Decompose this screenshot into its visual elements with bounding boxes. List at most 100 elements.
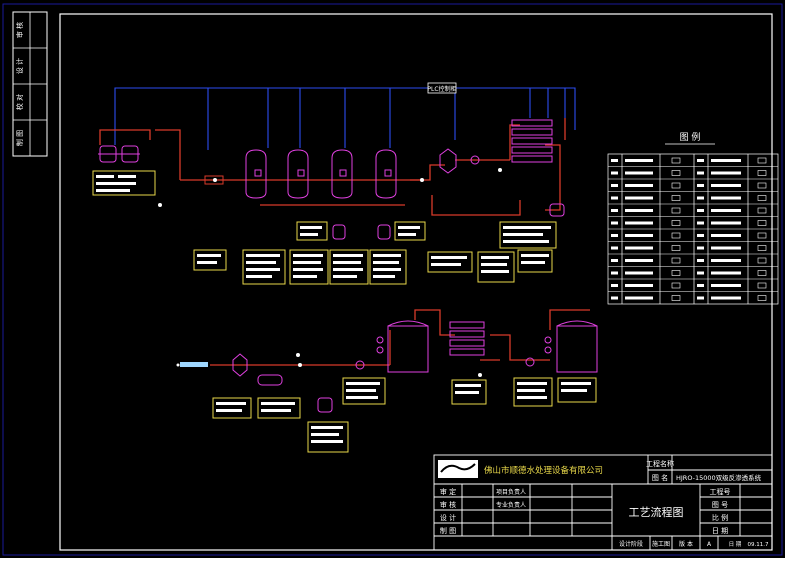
legend-symbol	[671, 257, 681, 264]
legend-entry-text	[711, 271, 741, 275]
legend-entry-text	[625, 284, 653, 287]
legend-row-number	[611, 234, 618, 237]
label-text-bars	[96, 175, 591, 443]
legend-row-number	[697, 209, 704, 212]
plc-control-box-label: PLC控制柜	[427, 85, 456, 93]
legend-entry-text	[625, 271, 653, 275]
side-stamp-column: 审 核 设 计 校 对 制 图	[12, 11, 48, 157]
legend-entry-text	[625, 296, 653, 300]
company-logo	[438, 460, 478, 478]
legend-symbol	[671, 207, 681, 214]
title-right-row-0: 工程号	[710, 487, 731, 496]
legend-symbol	[757, 170, 767, 176]
legend-entry-text	[711, 171, 741, 175]
legend-entry-text	[625, 171, 653, 175]
legend-symbol	[757, 245, 767, 251]
legend-row-number	[697, 284, 704, 287]
legend-symbol	[757, 182, 767, 189]
legend-entry-text	[625, 221, 653, 225]
legend-entry-text	[711, 246, 741, 250]
title-bottom-5: 09.11.7	[748, 542, 769, 548]
side-stamp-1: 设 计	[15, 58, 24, 74]
title-bottom-3: A	[707, 541, 712, 548]
legend-row-number	[697, 296, 704, 300]
legend-row-number	[697, 159, 704, 162]
legend-entry-text	[711, 184, 741, 187]
legend-row-number	[697, 196, 704, 200]
legend-symbol	[671, 270, 681, 276]
legend-entry-text	[711, 196, 741, 200]
title-left-row-1: 审 核	[440, 500, 456, 509]
drawing-label: 图 名	[652, 473, 668, 482]
legend-entry-text	[711, 284, 741, 287]
legend-symbol	[671, 220, 681, 226]
legend-entry-text	[711, 259, 741, 262]
title-left-row-3: 制 图	[440, 526, 456, 535]
legend-row-number	[697, 171, 704, 175]
legend-symbol	[757, 270, 767, 276]
title-bottom-4: 日 期	[729, 541, 742, 548]
legend-row-number	[611, 159, 618, 162]
legend-symbol	[757, 207, 767, 214]
legend-row-number	[697, 184, 704, 187]
title-bottom-0: 设计阶段	[619, 540, 643, 548]
control-signal-lines	[114, 87, 576, 150]
title-left-row-2: 设 计	[440, 513, 456, 522]
legend-entry-text	[711, 221, 741, 225]
pipe-fittings	[158, 168, 502, 377]
title-right-row-2: 比 例	[712, 513, 728, 522]
legend-symbol	[757, 232, 767, 239]
legend-row-number	[611, 259, 618, 262]
side-stamp-2: 校 对	[15, 94, 24, 110]
legend-row-number	[611, 184, 618, 187]
legend-row-number	[697, 246, 704, 250]
legend-symbol	[671, 195, 681, 201]
drawing-frame	[59, 13, 773, 551]
plc-control-box	[427, 82, 457, 94]
legend-symbol	[757, 257, 767, 264]
legend-entry-text	[625, 259, 653, 262]
legend-row-number	[611, 196, 618, 200]
equipment-label-boxes	[92, 170, 597, 453]
legend-entry-text	[625, 184, 653, 187]
legend-symbol	[671, 295, 681, 301]
legend-symbol	[757, 157, 767, 164]
title-right-row-1: 图 号	[712, 501, 728, 509]
equipment-group	[98, 119, 598, 413]
side-stamp-3: 制 图	[15, 130, 24, 146]
legend-symbol	[757, 220, 767, 226]
title-block	[433, 454, 773, 551]
title-left-row-0: 审 定	[440, 487, 456, 496]
legend-row-number	[697, 259, 704, 262]
title-mid-row-1: 专业负责人	[496, 501, 526, 509]
legend-row-number	[611, 209, 618, 212]
legend-row-number	[611, 171, 618, 175]
legend-row-number	[611, 284, 618, 287]
legend-row-number	[697, 221, 704, 225]
legend-entry-text	[625, 196, 653, 200]
legend-symbol	[757, 282, 767, 289]
legend-row-number	[611, 246, 618, 250]
title-bottom-1: 施工图	[652, 540, 670, 548]
legend-symbol	[671, 170, 681, 176]
legend-symbol	[671, 182, 681, 189]
legend-symbol	[671, 157, 681, 164]
legend-symbol	[671, 232, 681, 239]
legend-rows	[608, 157, 778, 301]
legend-title: 图 例	[680, 131, 701, 143]
title-mid-row-0: 项目负责人	[496, 488, 526, 496]
legend-entry-text	[625, 159, 653, 162]
title-bottom-2: 版 本	[679, 540, 693, 548]
legend-entry-text	[625, 209, 653, 212]
legend-row-number	[611, 271, 618, 275]
legend-symbol	[757, 195, 767, 201]
title-right-row-3: 日 期	[712, 527, 728, 535]
legend-entry-text	[625, 246, 653, 250]
company-name: 佛山市顺德水处理设备有限公司	[484, 465, 603, 476]
outer-border	[2, 3, 783, 556]
legend-symbol	[757, 295, 767, 301]
drawing-title: 工艺流程图	[629, 505, 684, 519]
project-label: 工程名称	[646, 459, 674, 468]
